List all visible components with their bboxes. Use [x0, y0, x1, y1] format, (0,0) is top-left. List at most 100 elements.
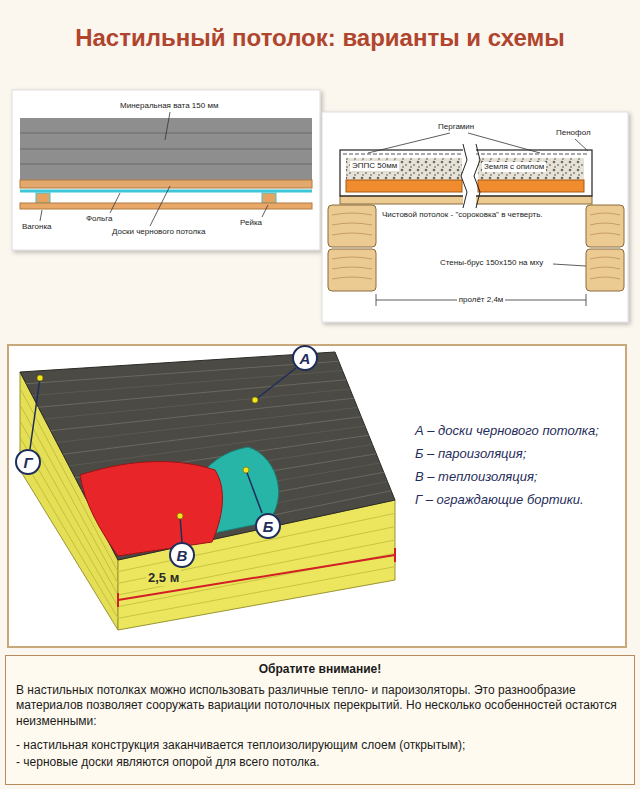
callout-letter: Г — [15, 449, 41, 475]
log-wall-part — [590, 213, 620, 215]
layer-panel-part — [20, 190, 312, 193]
log-wall-part — [586, 205, 624, 247]
box-panel-part — [394, 548, 396, 562]
layer-panel-part-part — [150, 186, 170, 226]
layer-panel-part — [12, 90, 320, 250]
foam-label: ЭППС 50мм — [350, 161, 399, 171]
board-texture-part — [32, 371, 342, 396]
callout-text: Б — [263, 519, 274, 534]
section-panel-part — [478, 158, 584, 180]
log-wall-part — [328, 249, 376, 291]
layer-panel-part — [40, 112, 268, 226]
board-texture-part — [57, 408, 358, 443]
box-panel-part-part — [30, 378, 40, 449]
layer-panel — [12, 90, 320, 250]
box-panel-part-part — [37, 375, 43, 381]
log-wall-part — [332, 233, 372, 235]
callout-letter: Б — [255, 513, 281, 539]
legend-line: В – теплоизоляция; — [415, 469, 537, 485]
log-wall-part — [332, 267, 372, 269]
log-wall-part — [332, 277, 372, 279]
section-panel-part-part — [368, 133, 450, 153]
section-panel-part-part — [553, 264, 586, 266]
layer-panel-part-part — [40, 210, 42, 221]
note-paragraph: В настильных потолках можно использовать… — [16, 683, 624, 730]
box-panel — [8, 345, 626, 647]
box-panel-part — [117, 593, 119, 607]
callout-text: А — [300, 351, 311, 366]
layer-panel-part — [36, 193, 50, 203]
layer-panel-part — [262, 193, 276, 203]
box-panel-part — [118, 555, 395, 600]
callout-letter: А — [292, 345, 318, 371]
membrane-label: Пергамин — [438, 122, 474, 132]
batten-label: Рейка — [240, 218, 262, 228]
log-wall-part — [590, 277, 620, 279]
layer-panel-part-part — [262, 205, 268, 217]
width-dimension: 2,5 м — [146, 570, 181, 586]
page-title: Настильный потолок: варианты и схемы — [0, 24, 640, 53]
note-bullet: - черновые доски являются опорой для все… — [16, 755, 624, 771]
span-dimension: пролёт 2,4м — [457, 295, 506, 305]
log-wall-part — [332, 257, 372, 259]
section-panel-part-part — [468, 133, 540, 153]
board-texture — [20, 361, 395, 618]
log-wall-part — [586, 249, 624, 291]
section-panel-part — [368, 133, 588, 306]
section-panel-part — [478, 180, 584, 192]
box-panel-part — [80, 462, 222, 556]
foil-foam-label: Пенофол — [556, 128, 591, 138]
box-panel-part — [8, 345, 626, 647]
layer-panel-part — [20, 203, 312, 209]
log-wall — [328, 205, 624, 291]
legend-line: Б – пароизоляция; — [415, 446, 526, 462]
layer-panel-part — [20, 149, 312, 150]
layer-panel-part-part — [165, 112, 170, 140]
log-wall-part — [332, 213, 372, 215]
layer-panel-part — [20, 180, 312, 188]
board-texture-part — [63, 417, 361, 455]
box-panel-part-part — [243, 467, 249, 473]
section-panel-part — [346, 180, 462, 192]
log-wall-part — [328, 205, 376, 247]
legend-line: А – доски чернового потолка; — [415, 423, 599, 439]
section-panel-part — [322, 112, 628, 322]
callout-text: В — [177, 548, 188, 563]
layer-panel-part — [20, 118, 312, 180]
layer-panel-part — [20, 164, 312, 165]
section-panel-part — [461, 144, 467, 208]
box-panel-part — [37, 375, 258, 519]
wall-label: Стены-брус 150х150 на мху — [440, 258, 543, 268]
insulation-label: Минеральная вата 150 мм — [120, 101, 218, 111]
log-wall-part — [590, 223, 620, 225]
box-panel-part — [20, 352, 395, 560]
box-panel-part-part — [177, 513, 183, 519]
layer-panel-part-part — [110, 193, 120, 213]
section-panel-part-part — [575, 139, 588, 151]
foil-label: Фольга — [86, 214, 112, 224]
log-wall-part — [590, 257, 620, 259]
board-texture-part — [26, 361, 339, 384]
ceiling-label: Чистовой потолок - "сороковка" в четверт… — [382, 210, 543, 220]
box-panel-part-part — [246, 470, 262, 513]
callout-letter: В — [169, 542, 195, 568]
section-panel-part — [346, 158, 462, 180]
note-bullet: - настильная конструкция заканчивается т… — [16, 738, 624, 754]
log-wall-part — [590, 233, 620, 235]
fill-label: Земля с опилом — [482, 162, 546, 172]
box-panel-part-part — [252, 397, 258, 403]
box-panel-part — [30, 368, 296, 542]
note-heading: Обратите внимание! — [16, 662, 624, 678]
note-box: Обратите внимание! В настильных потолках … — [5, 655, 635, 785]
section-panel-part — [474, 144, 480, 208]
box-panel-part-part — [180, 516, 182, 542]
board-label: Доски чернового потолка — [112, 227, 205, 237]
callout-text: Г — [23, 455, 32, 470]
section-panel — [322, 112, 628, 322]
lining-label: Вагонка — [22, 222, 52, 232]
section-panel-part-part — [376, 294, 377, 306]
section-panel-part-part — [586, 294, 587, 306]
board-texture-part — [118, 553, 395, 606]
log-wall-part — [332, 223, 372, 225]
